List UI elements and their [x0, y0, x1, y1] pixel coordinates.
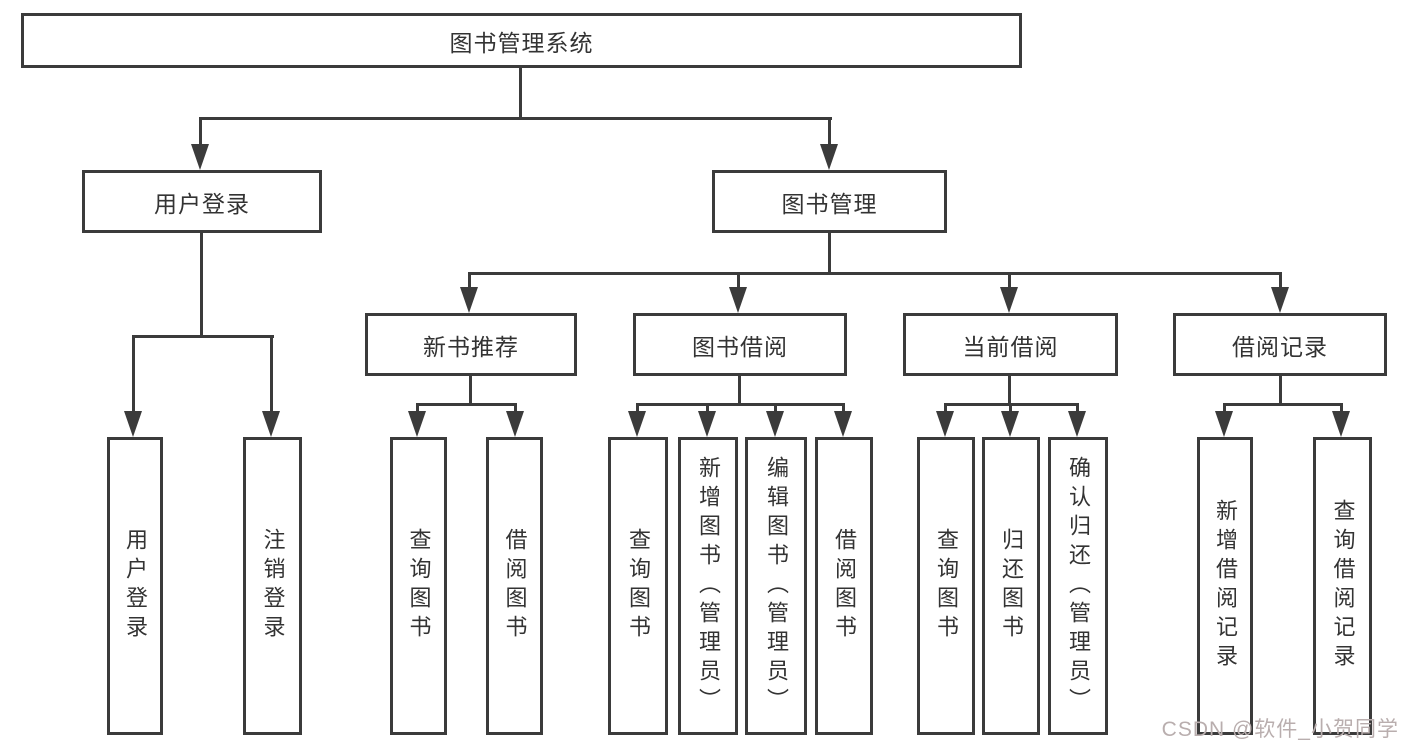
node-new-book-recommendation-label: 新书推荐	[423, 333, 519, 360]
leaf-query-books-current-label: 查询图书	[934, 528, 959, 644]
connector-line	[468, 272, 1282, 275]
connector-line	[774, 403, 777, 415]
connector-line	[738, 376, 741, 406]
arrow-down-icon	[1271, 287, 1289, 313]
node-current-borrowing-label: 当前借阅	[962, 333, 1059, 360]
connector-line	[416, 403, 419, 415]
connector-line	[944, 403, 947, 415]
node-borrowing-records: 借阅记录	[1173, 313, 1387, 376]
leaf-query-borrow-record-label: 查询借阅记录	[1330, 499, 1356, 673]
connector-line	[636, 403, 845, 406]
connector-line	[706, 403, 709, 415]
leaf-logout-label: 注销登录	[260, 528, 286, 644]
watermark: CSDN @软件_小贺同学	[1162, 713, 1399, 743]
connector-line	[132, 335, 274, 338]
connector-line	[842, 403, 845, 415]
connector-line	[519, 68, 522, 120]
connector-line	[828, 233, 831, 275]
arrow-down-icon	[628, 411, 646, 437]
leaf-query-books-current: 查询图书	[917, 437, 975, 735]
leaf-query-borrow-record: 查询借阅记录	[1313, 437, 1372, 735]
node-book-borrowing-label: 图书借阅	[692, 333, 788, 360]
connector-line	[636, 403, 639, 415]
connector-line	[1279, 272, 1282, 289]
leaf-query-books-borrowing: 查询图书	[608, 437, 668, 735]
connector-line	[1340, 403, 1343, 415]
arrow-down-icon	[124, 411, 142, 437]
leaf-borrow-books-borrowing: 借阅图书	[815, 437, 873, 735]
arrow-down-icon	[262, 411, 280, 437]
connector-line	[1223, 403, 1343, 406]
connector-line	[1076, 403, 1079, 415]
node-book-borrowing: 图书借阅	[633, 313, 847, 376]
arrow-down-icon	[1332, 411, 1350, 437]
arrow-down-icon	[766, 411, 784, 437]
connector-line	[828, 117, 831, 145]
node-new-book-recommendation: 新书推荐	[365, 313, 577, 376]
arrow-down-icon	[1215, 411, 1233, 437]
arrow-down-icon	[1068, 411, 1086, 437]
arrow-down-icon	[1000, 287, 1018, 313]
leaf-borrow-books-recommend-label: 借阅图书	[502, 528, 528, 644]
node-root-label: 图书管理系统	[449, 29, 594, 56]
leaf-add-book-admin: 新增图书（管理员）	[678, 437, 738, 735]
node-user-login-label: 用户登录	[154, 190, 250, 217]
watermark-text: CSDN @软件_小贺同学	[1161, 718, 1399, 741]
connector-line	[200, 233, 203, 338]
leaf-edit-book-admin: 编辑图书（管理员）	[745, 437, 807, 735]
connector-line	[469, 376, 472, 406]
arrow-down-icon	[460, 287, 478, 313]
arrow-down-icon	[936, 411, 954, 437]
leaf-query-books-recommend: 查询图书	[390, 437, 447, 735]
node-borrowing-records-label: 借阅记录	[1232, 333, 1328, 360]
leaf-user-login: 用户登录	[107, 437, 163, 735]
arrow-down-icon	[408, 411, 426, 437]
leaf-query-books-borrowing-label: 查询图书	[626, 528, 651, 644]
leaf-return-books: 归还图书	[982, 437, 1040, 735]
connector-line	[1223, 403, 1226, 415]
connector-line	[737, 272, 740, 289]
leaf-edit-book-admin-label: 编辑图书（管理员）	[764, 455, 789, 717]
arrow-down-icon	[698, 411, 716, 437]
leaf-add-book-admin-label: 新增图书（管理员）	[696, 455, 721, 717]
connector-line	[514, 403, 517, 415]
arrow-down-icon	[506, 411, 524, 437]
leaf-confirm-return-admin-label: 确认归还（管理员）	[1066, 455, 1091, 717]
connector-line	[199, 117, 202, 145]
arrow-down-icon	[191, 144, 209, 170]
node-book-management: 图书管理	[712, 170, 947, 233]
leaf-query-books-recommend-label: 查询图书	[406, 528, 432, 644]
leaf-add-borrow-record-label: 新增借阅记录	[1213, 499, 1238, 673]
arrow-down-icon	[1001, 411, 1019, 437]
node-user-login: 用户登录	[82, 170, 322, 233]
connector-line	[468, 272, 471, 289]
arrow-down-icon	[834, 411, 852, 437]
leaf-borrow-books-recommend: 借阅图书	[486, 437, 543, 735]
connector-line	[1008, 376, 1011, 406]
connector-line	[416, 403, 517, 406]
arrow-down-icon	[729, 287, 747, 313]
connector-line	[199, 117, 832, 120]
node-root: 图书管理系统	[21, 13, 1022, 68]
node-book-management-label: 图书管理	[781, 190, 878, 217]
connector-line	[132, 335, 135, 413]
node-current-borrowing: 当前借阅	[903, 313, 1118, 376]
leaf-logout: 注销登录	[243, 437, 302, 735]
connector-line	[270, 335, 273, 413]
arrow-down-icon	[820, 144, 838, 170]
leaf-borrow-books-borrowing-label: 借阅图书	[832, 528, 857, 644]
leaf-add-borrow-record: 新增借阅记录	[1197, 437, 1253, 735]
connector-line	[1008, 272, 1011, 289]
connector-line	[1009, 403, 1012, 415]
leaf-user-login-label: 用户登录	[123, 528, 148, 644]
leaf-confirm-return-admin: 确认归还（管理员）	[1048, 437, 1108, 735]
connector-line	[1279, 376, 1282, 406]
leaf-return-books-label: 归还图书	[999, 528, 1024, 644]
